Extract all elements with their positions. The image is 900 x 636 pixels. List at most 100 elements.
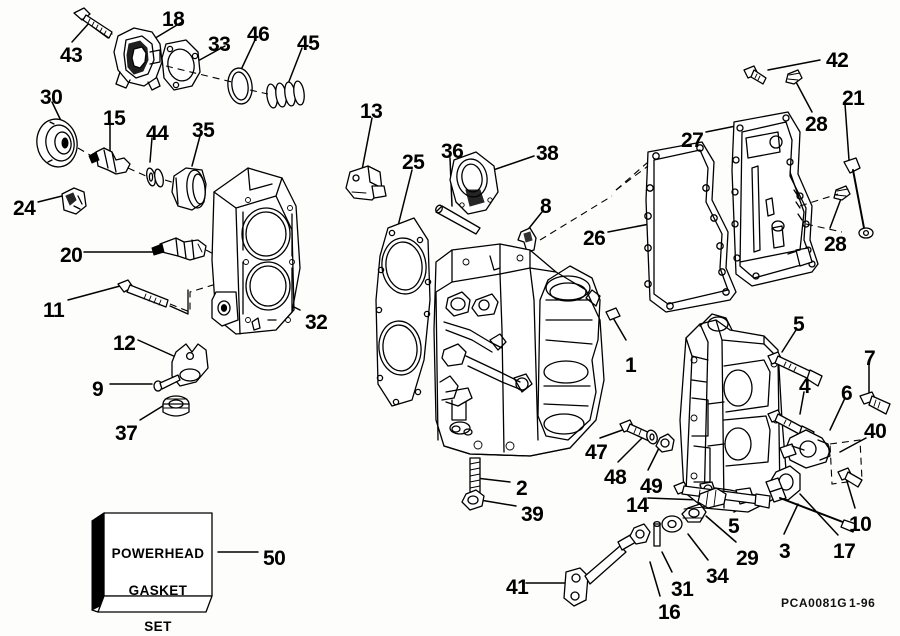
part-15-fitting — [88, 147, 131, 175]
callout-16: 16 — [658, 601, 681, 624]
part-45-spring — [266, 80, 305, 109]
right-assembly — [615, 65, 874, 313]
callout-6: 6 — [841, 382, 853, 405]
callout-28: 28 — [824, 233, 847, 256]
callout-18: 18 — [162, 8, 185, 31]
part-47-bolt — [619, 419, 653, 442]
part-7-bolt — [859, 391, 891, 415]
callout-50: 50 — [263, 547, 286, 570]
callout-14: 14 — [626, 494, 649, 517]
callout-39: 39 — [521, 503, 544, 526]
callout-29: 29 — [736, 547, 759, 570]
part-46-oring — [227, 67, 253, 105]
part-20-sparkplug — [151, 237, 207, 261]
callout-10: 10 — [849, 513, 872, 536]
callout-15: 15 — [103, 107, 126, 130]
callout-47: 47 — [585, 441, 608, 464]
part-41-link — [563, 533, 637, 607]
upper-left-assembly — [36, 7, 305, 417]
part-30-pulley — [36, 118, 78, 168]
callout-17: 17 — [833, 540, 856, 563]
callout-26: 26 — [583, 227, 606, 250]
part-10-screw — [837, 467, 863, 488]
part-cylinder-block — [433, 243, 605, 457]
callout-11: 11 — [43, 299, 65, 322]
gasket-set-box — [91, 512, 213, 613]
callout-44: 44 — [146, 122, 169, 145]
callout-2: 2 — [516, 477, 528, 500]
part-18-housing — [113, 27, 163, 91]
callout-45: 45 — [297, 32, 320, 55]
gasket-set-line3: SET — [144, 619, 172, 635]
part-crankcase-cover — [679, 313, 787, 513]
part-27-cover — [731, 111, 819, 287]
part-29-nut — [681, 503, 707, 523]
callout-3: 3 — [779, 540, 791, 563]
callout-36: 36 — [441, 140, 464, 163]
part-48-washer — [646, 429, 658, 445]
part-42-bolt — [743, 65, 767, 85]
callout-42: 42 — [826, 49, 849, 72]
part-40-bracket — [779, 429, 831, 469]
part-34-washer — [661, 515, 683, 533]
callout-32: 32 — [305, 311, 328, 334]
part-9-pin — [153, 374, 181, 392]
drawing-date: 1-96 — [849, 596, 876, 610]
part-36-dowelpin — [435, 204, 481, 235]
part-5-bolt-upper — [767, 351, 823, 387]
part-43-screw — [73, 7, 113, 39]
part-12-lever — [171, 343, 209, 387]
callout-33: 33 — [208, 33, 231, 56]
callout-21: 21 — [842, 87, 865, 110]
callout-38: 38 — [536, 142, 559, 165]
lower-right-assembly — [661, 313, 891, 533]
callout-20: 20 — [60, 244, 83, 267]
callout-5: 5 — [793, 313, 805, 336]
callout-13: 13 — [360, 100, 383, 123]
part-3-rod — [769, 487, 857, 533]
part-28-nut-upper — [785, 69, 803, 85]
part-32-crankcase — [211, 167, 301, 335]
part-13-bracket — [345, 165, 387, 201]
callout-37: 37 — [115, 422, 138, 445]
callout-5: 5 — [728, 515, 740, 538]
part-26-gasket — [644, 141, 737, 313]
part-35-bushing — [171, 167, 207, 211]
drawing-code: PCA0081G — [781, 596, 848, 610]
part-44-washers — [146, 167, 164, 188]
callout-8: 8 — [540, 195, 552, 218]
part-33-gasket — [161, 39, 201, 91]
part-11-bolt — [117, 279, 169, 308]
callout-4: 4 — [799, 375, 811, 398]
part-25-headgasket — [375, 217, 432, 407]
callout-40: 40 — [864, 420, 887, 443]
callout-34: 34 — [706, 565, 729, 588]
callout-43: 43 — [60, 44, 83, 67]
part-16-nut — [629, 523, 651, 545]
callout-12: 12 — [113, 332, 136, 355]
callout-1: 1 — [625, 354, 637, 377]
part-14-fitting — [697, 487, 727, 509]
part-31-cotterpin — [653, 520, 661, 547]
part-49-nut — [655, 433, 675, 453]
gasket-set-line2: GASKET — [128, 582, 188, 598]
callout-35: 35 — [192, 119, 215, 142]
leader-lines — [37, 21, 870, 597]
part-8-clip — [517, 227, 537, 253]
gasket-set-line1: POWERHEAD — [111, 546, 205, 562]
callout-48: 48 — [604, 466, 627, 489]
part-24-clip — [61, 187, 87, 215]
center-assembly — [345, 151, 621, 457]
callout-31: 31 — [671, 578, 694, 601]
callout-30: 30 — [40, 86, 63, 109]
callout-41: 41 — [506, 576, 529, 599]
callout-9: 9 — [92, 378, 104, 401]
part-37-nut — [162, 395, 190, 417]
gasket-set-label: POWERHEAD GASKET SET — [106, 527, 210, 636]
callout-46: 46 — [247, 23, 270, 46]
callout-25: 25 — [402, 151, 425, 174]
callout-27: 27 — [681, 129, 704, 152]
callout-7: 7 — [864, 347, 876, 370]
callout-24: 24 — [13, 197, 36, 220]
